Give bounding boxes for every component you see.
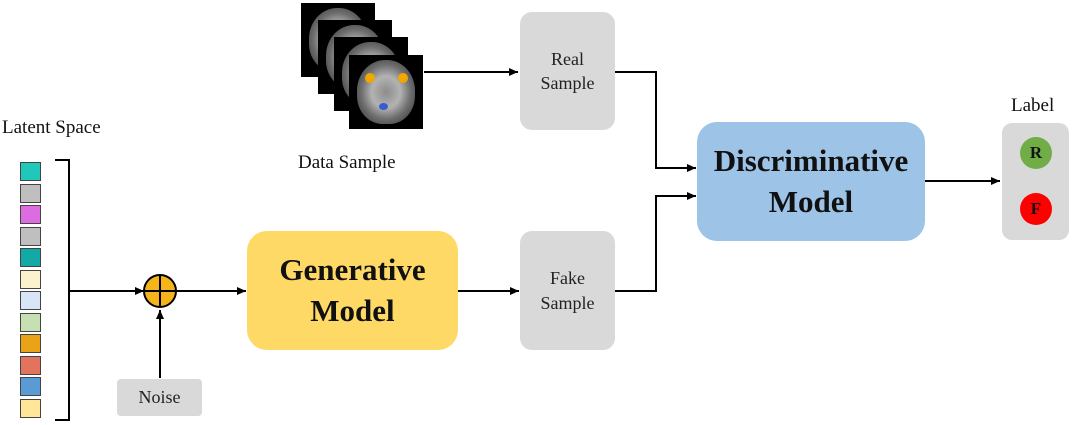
latent-vector-cell: [20, 398, 41, 418]
latent-vector-cell: [20, 377, 41, 396]
noise-label: Noise: [138, 387, 181, 408]
latent-vector-cell: [20, 355, 41, 375]
arrow-real-to-discriminative: [615, 71, 696, 172]
latent-vector-cell: [20, 248, 41, 267]
latent-vector-cell: [20, 269, 41, 289]
mri-slice-front: [349, 55, 423, 129]
real-label-text: R: [1029, 143, 1043, 162]
discriminative-model-line2: Model: [768, 183, 854, 219]
discriminative-model-box: Discriminative Model: [697, 122, 925, 241]
noise-box: Noise: [117, 379, 202, 416]
latent-vector-cell: [20, 334, 41, 353]
latent-vector-cell: [20, 312, 41, 332]
latent-vector-cell: [20, 291, 41, 310]
label-title: Label: [1011, 95, 1055, 116]
generative-model-line1: Generative: [279, 252, 426, 288]
fake-sample-box: Fake Sample: [520, 231, 615, 350]
latent-bracket: [55, 159, 70, 421]
fake-sample-line1: Fake: [550, 268, 585, 289]
adder-icon: [143, 274, 177, 308]
activation-spot: [398, 73, 408, 83]
activation-spot: [365, 73, 375, 83]
generative-model-line2: Model: [310, 292, 395, 328]
latent-space-label: Latent Space: [2, 117, 101, 138]
real-sample-line1: Real: [551, 48, 584, 69]
latent-vector-cell: [20, 205, 41, 224]
real-sample-line2: Sample: [540, 73, 595, 93]
real-sample-box: Real Sample: [520, 12, 615, 130]
fake-label-circle: F: [1020, 193, 1052, 225]
data-sample-label: Data Sample: [298, 152, 396, 173]
fake-label-text: F: [1030, 199, 1042, 218]
latent-vector-cell: [20, 162, 41, 181]
activation-spot: [379, 103, 388, 110]
fake-sample-line2: Sample: [540, 292, 595, 313]
generative-model-box: Generative Model: [247, 231, 458, 350]
latent-vector-cell: [20, 226, 41, 246]
label-panel: R F: [1002, 123, 1069, 240]
arrow-fake-to-discriminative: [615, 192, 696, 292]
latent-vector-cell: [20, 183, 41, 203]
real-label-circle: R: [1020, 137, 1052, 169]
discriminative-model-line1: Discriminative: [713, 143, 909, 179]
